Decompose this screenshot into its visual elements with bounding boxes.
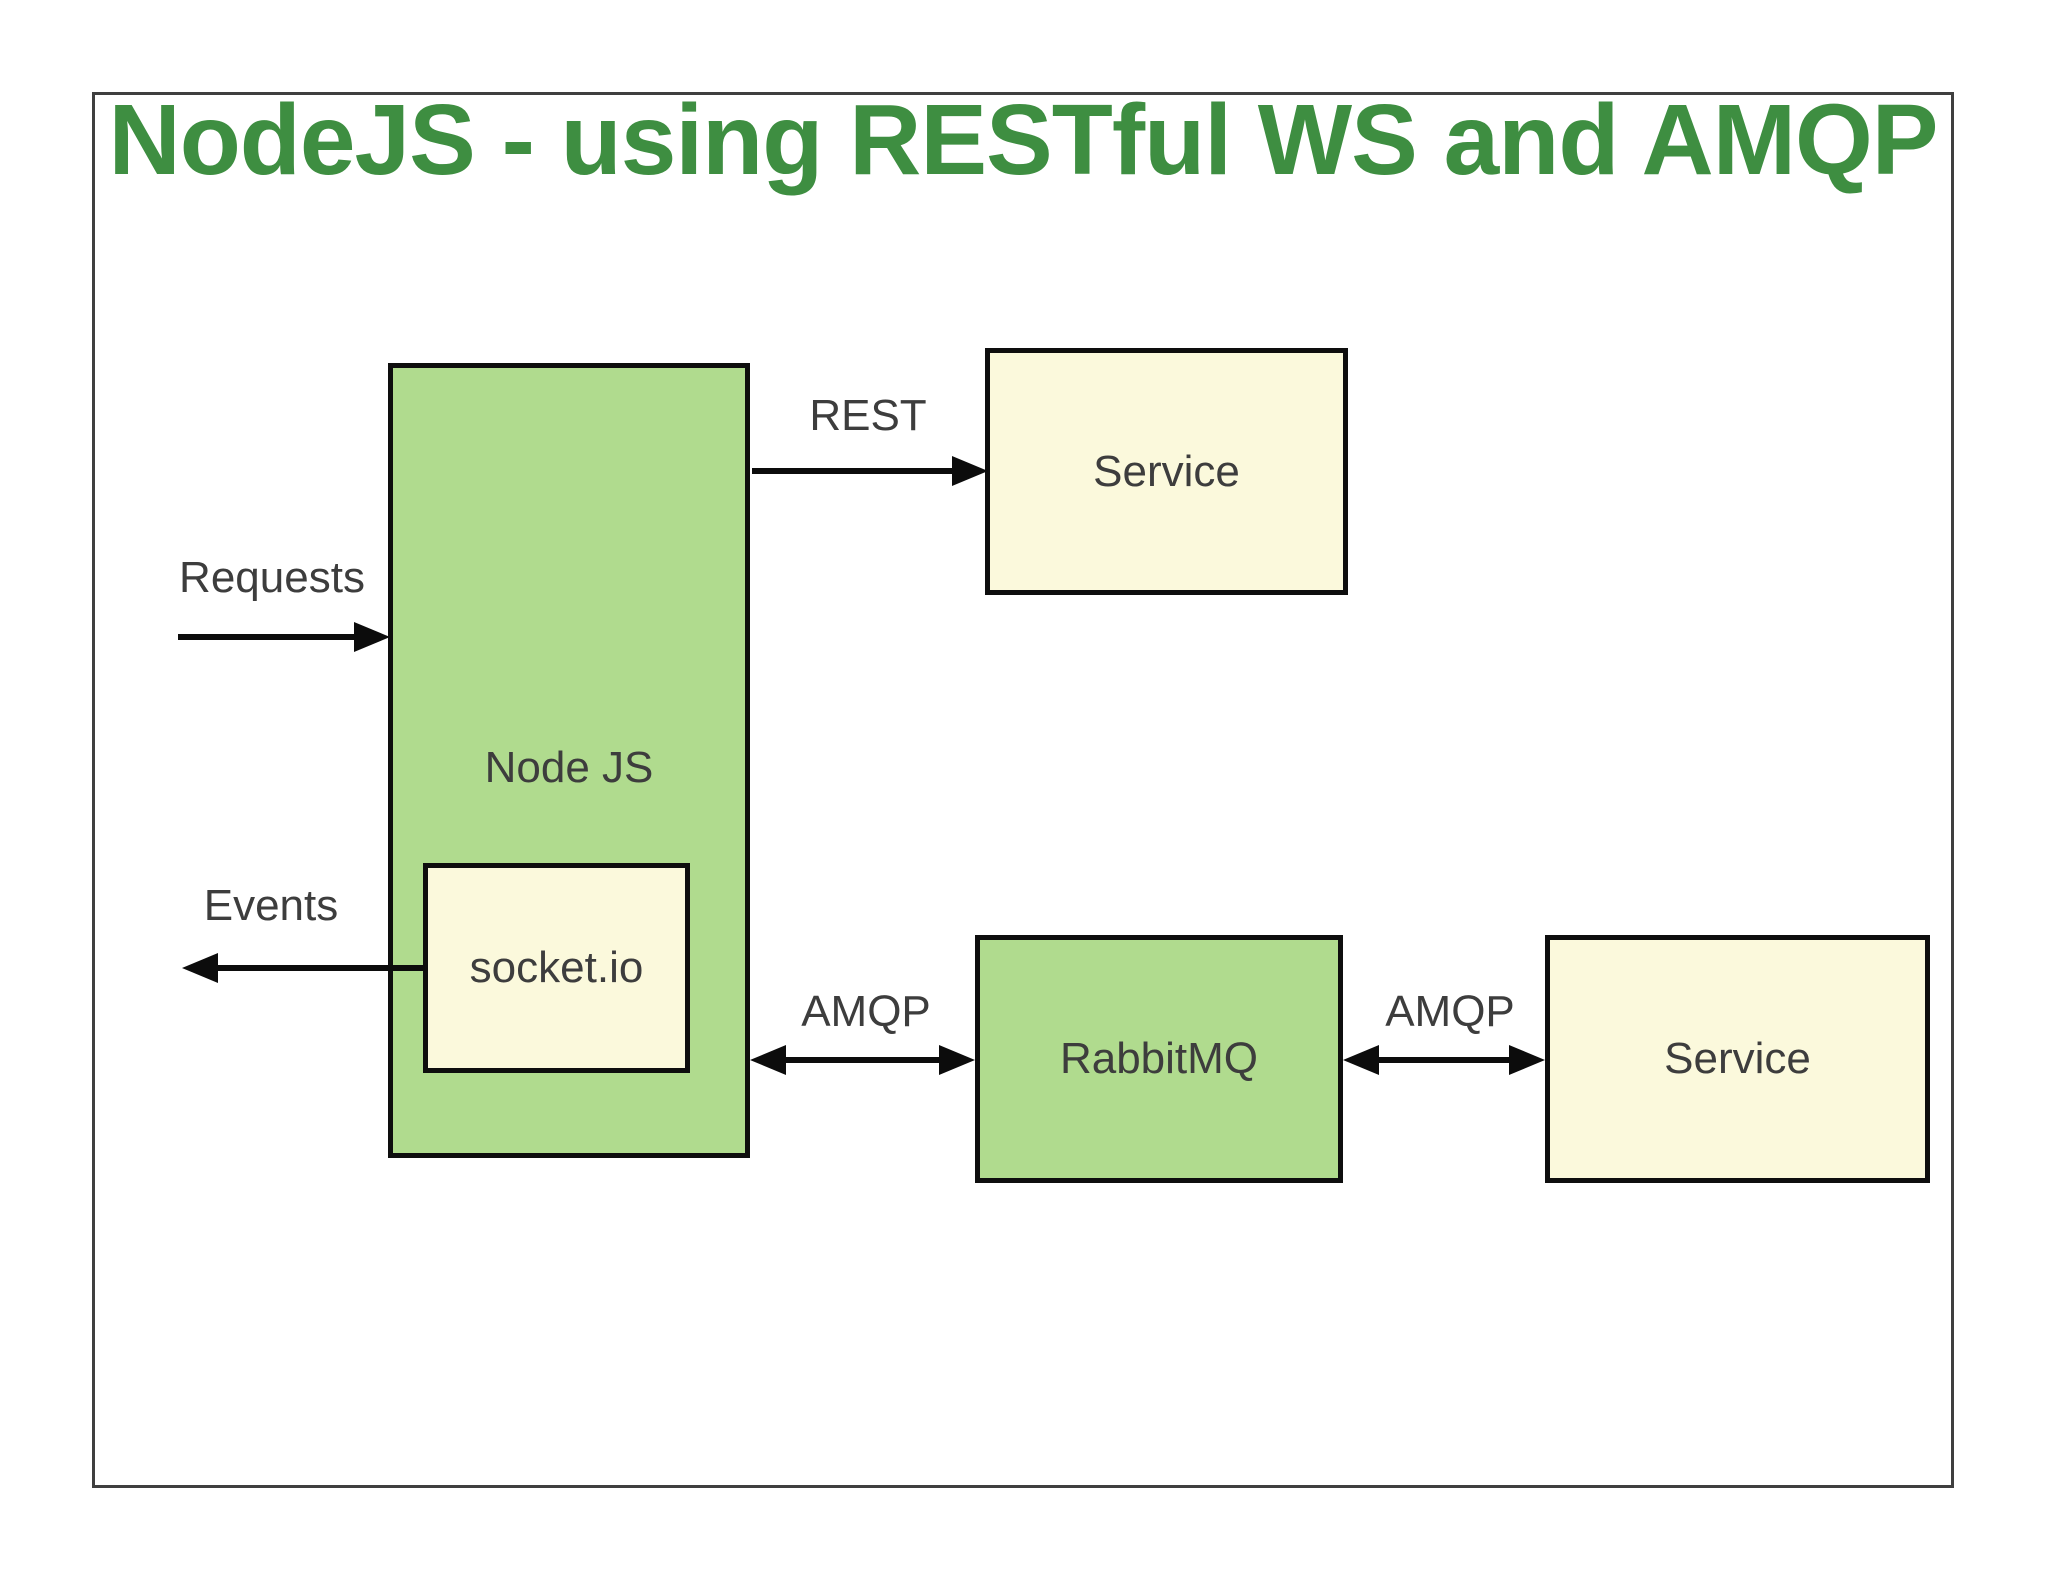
service-amqp-box-label: Service	[1664, 1034, 1811, 1083]
slide-frame-border	[92, 92, 1954, 1488]
page-title: NodeJS - using RESTful WS and AMQP	[108, 84, 1939, 196]
service-rest-box: Service	[985, 348, 1348, 595]
socketio-box: socket.io	[423, 863, 690, 1073]
rabbitmq-box-label: RabbitMQ	[1059, 1034, 1259, 1083]
socketio-box-label: socket.io	[469, 943, 644, 992]
nodejs-box-label: Node JS	[484, 743, 654, 792]
service-amqp-box: Service	[1545, 935, 1930, 1183]
edge-label-rest: REST	[809, 391, 927, 440]
edge-label-amqp-rabbitmq-service: AMQP	[1385, 987, 1515, 1036]
edge-label-events: Events	[203, 881, 339, 930]
service-rest-box-label: Service	[1093, 446, 1240, 496]
nodejs-box: Node JS socket.io	[388, 363, 750, 1158]
rabbitmq-box: RabbitMQ	[975, 935, 1343, 1183]
edge-label-requests: Requests	[179, 553, 365, 602]
edge-label-amqp-node-rabbitmq: AMQP	[801, 987, 931, 1036]
